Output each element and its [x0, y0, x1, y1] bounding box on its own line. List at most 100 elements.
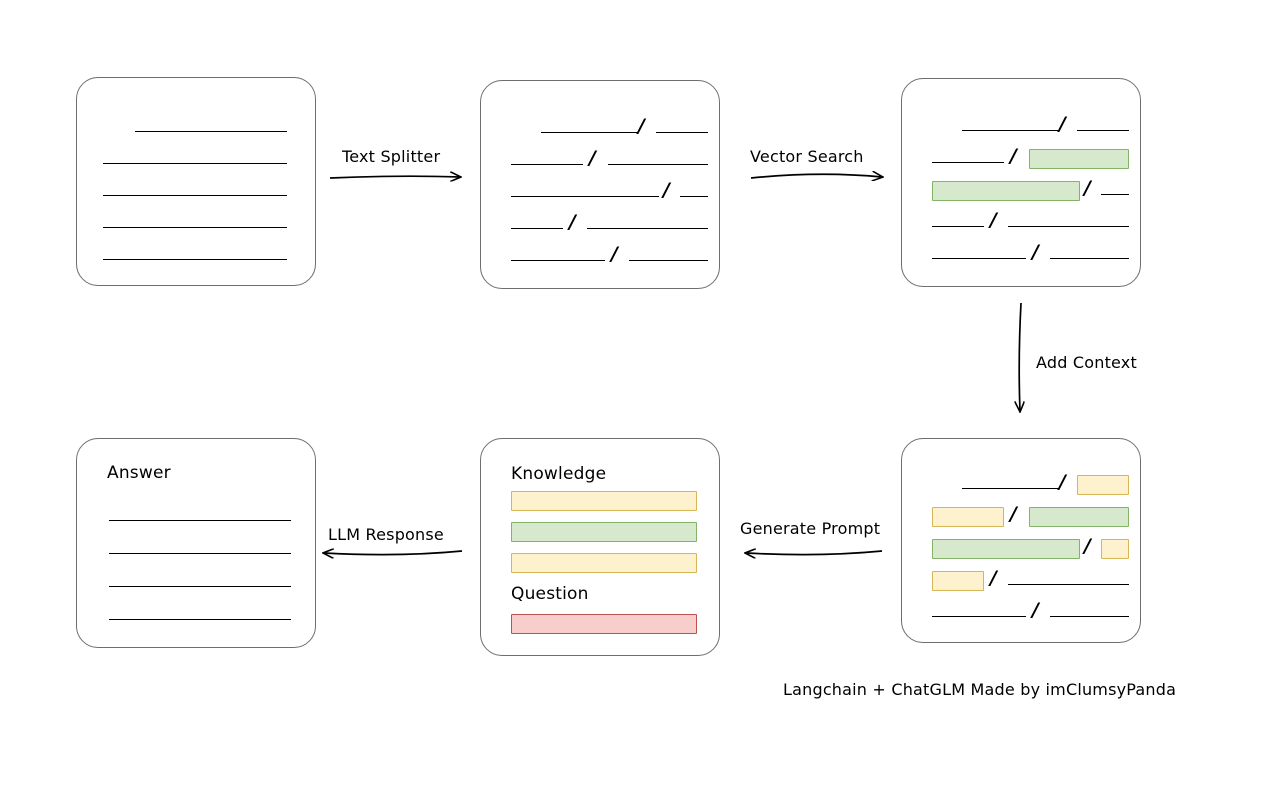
text-line: [608, 151, 708, 165]
text-line: [109, 606, 291, 620]
highlight-bar-green: [932, 181, 1080, 201]
content-row: /: [481, 147, 719, 171]
text-line: [1050, 603, 1129, 617]
text-line: [103, 246, 287, 260]
highlight-bar-green: [932, 539, 1080, 559]
content-row: [77, 118, 315, 138]
edge-label-generate-prompt: Generate Prompt: [740, 519, 881, 538]
content-row: /: [902, 567, 1140, 591]
content-row: /: [902, 503, 1140, 527]
node-split-chunks[interactable]: / / / / /: [480, 80, 720, 289]
arrow-llm-response: [324, 551, 463, 555]
chunk-separator-slash: /: [1084, 177, 1091, 199]
content-row: [481, 491, 719, 511]
chunk-separator-slash: /: [638, 115, 645, 137]
content-row: /: [902, 535, 1140, 559]
highlight-bar-green: [1029, 149, 1129, 169]
highlight-bar-yellow: [1077, 475, 1129, 495]
highlight-bar-yellow: [932, 571, 984, 591]
edge-label-vector-search: Vector Search: [750, 147, 864, 166]
chunk-separator-slash: /: [1059, 113, 1066, 135]
chunk-separator-slash: /: [663, 179, 670, 201]
content-row: /: [902, 113, 1140, 137]
text-line: [587, 215, 708, 229]
text-line: [511, 215, 563, 229]
chunk-separator-slash: /: [1010, 503, 1017, 525]
content-row: [77, 214, 315, 234]
chunk-separator-slash: /: [1084, 535, 1091, 557]
highlight-bar-yellow: [511, 553, 697, 573]
text-line: [109, 573, 291, 587]
chunk-separator-slash: /: [990, 209, 997, 231]
text-line: [511, 183, 659, 197]
text-line: [656, 119, 708, 133]
arrow-add-context: [1019, 302, 1021, 411]
content-row: /: [481, 243, 719, 267]
content-row: [77, 606, 315, 626]
text-line: [541, 119, 637, 133]
section-heading-knowledge: Knowledge: [511, 464, 607, 484]
chunk-separator-slash: /: [1032, 599, 1039, 621]
footer-credit: Langchain + ChatGLM Made by imClumsyPand…: [783, 680, 1177, 699]
content-row: [77, 573, 315, 593]
content-row: /: [902, 471, 1140, 495]
arrow-vector-search: [750, 174, 882, 178]
text-line: [962, 475, 1058, 489]
text-line: [511, 151, 583, 165]
chunk-separator-slash: /: [990, 567, 997, 589]
arrow-generate-prompt: [746, 551, 883, 555]
text-line: [1008, 571, 1129, 585]
text-line: [1077, 117, 1129, 131]
content-row: /: [902, 146, 1140, 169]
text-line: [103, 182, 287, 196]
highlight-bar-yellow: [932, 507, 1004, 527]
content-row: [481, 614, 719, 634]
section-heading-question: Question: [511, 584, 589, 604]
content-row: /: [902, 177, 1140, 201]
text-line: [109, 540, 291, 554]
content-row: /: [902, 209, 1140, 233]
chunk-separator-slash: /: [611, 243, 618, 265]
chunk-separator-slash: /: [589, 147, 596, 169]
content-row: [481, 522, 719, 542]
text-line: [1050, 245, 1129, 259]
content-row: [481, 553, 719, 573]
text-line: [962, 117, 1058, 131]
content-row: /: [481, 211, 719, 235]
node-answer[interactable]: Answer: [76, 438, 316, 648]
box-label-answer: Answer: [107, 463, 171, 483]
text-line: [932, 149, 1004, 163]
node-source-document[interactable]: [76, 77, 316, 286]
edge-label-llm-response: LLM Response: [328, 525, 444, 544]
text-line: [103, 150, 287, 164]
content-row: [77, 150, 315, 170]
text-line: [1008, 213, 1129, 227]
edge-label-add-context: Add Context: [1036, 353, 1137, 372]
text-line: [932, 213, 984, 227]
content-row: /: [481, 179, 719, 203]
arrow-text-splitter: [329, 176, 460, 178]
text-line: [103, 214, 287, 228]
content-row: /: [902, 599, 1140, 623]
content-row: [77, 507, 315, 527]
content-row: [77, 246, 315, 266]
text-line: [109, 507, 291, 521]
chunk-separator-slash: /: [1059, 471, 1066, 493]
edge-label-text-splitter: Text Splitter: [342, 147, 441, 166]
content-row: /: [902, 242, 1140, 265]
highlight-bar-green: [1029, 507, 1129, 527]
highlight-bar-yellow: [511, 491, 697, 511]
highlight-bar-yellow: [1101, 539, 1129, 559]
text-line: [629, 247, 708, 261]
content-row: [77, 540, 315, 560]
node-context-chunks[interactable]: / / / / /: [901, 438, 1141, 643]
text-line: [511, 247, 605, 261]
content-row: [77, 182, 315, 202]
text-line: [135, 118, 287, 132]
chunk-separator-slash: /: [569, 211, 576, 233]
content-row: /: [481, 115, 719, 139]
node-matched-chunks[interactable]: / / / / /: [901, 78, 1141, 287]
text-line: [932, 245, 1026, 259]
